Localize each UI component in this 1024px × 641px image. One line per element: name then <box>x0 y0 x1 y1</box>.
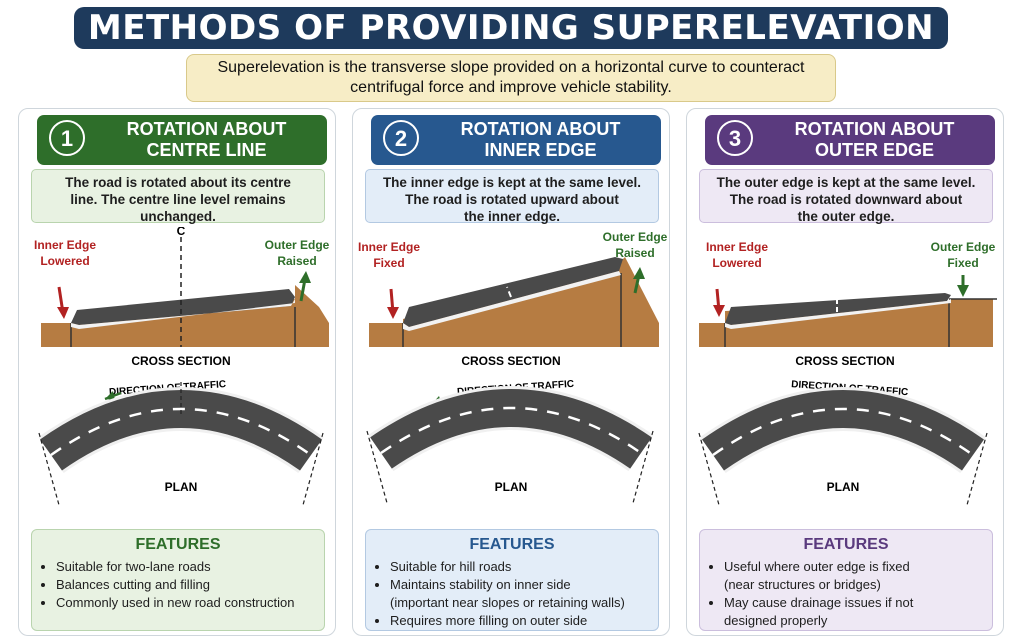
down-arrow-head-icon <box>387 307 399 319</box>
down-arrow-head-icon <box>713 305 725 317</box>
lane-marking <box>712 407 974 457</box>
method-card-outer-edge: 3 ROTATION ABOUT OUTER EDGE The outer ed… <box>686 108 1004 636</box>
plan-label: PLAN <box>165 480 198 494</box>
inner-edge-label-line: Lowered <box>40 254 89 268</box>
card-title: ROTATION ABOUT OUTER EDGE <box>794 119 955 160</box>
up-arrow-head-icon <box>633 267 645 279</box>
up-arrow-head-icon <box>299 271 311 283</box>
plan-view: DIRECTION OF TRAFFIC PLAN <box>38 379 324 506</box>
card-title: ROTATION ABOUT INNER EDGE <box>460 119 621 160</box>
down-arrow-head-icon <box>957 285 969 297</box>
feature-item: Commonly used in new road construction <box>56 594 294 612</box>
card-description: The outer edge is kept at the same level… <box>699 169 993 224</box>
feature-item: Suitable for hill roads <box>390 558 625 576</box>
cross-section-label: CROSS SECTION <box>131 354 230 368</box>
feature-item: Balances cutting and filling <box>56 576 294 594</box>
outer-edge-label-line: Fixed <box>947 256 978 270</box>
lane-marking <box>380 406 642 455</box>
features-title: FEATURES <box>135 536 221 553</box>
left-arrow-head-icon <box>105 391 115 400</box>
card-header: 1 ROTATION ABOUT CENTRE LINE <box>37 115 327 165</box>
inner-edge-label-line: Inner Edge <box>34 238 96 252</box>
features-list: Suitable for hill roads Maintains stabil… <box>374 558 625 630</box>
road-edge <box>725 299 951 329</box>
inner-edge-label-line: Lowered <box>712 256 761 270</box>
card-title: ROTATION ABOUT CENTRE LINE <box>126 119 287 160</box>
title-banner: METHODS OF PROVIDING SUPERELEVATION <box>74 7 948 49</box>
features-list: Useful where outer edge is fixed (near s… <box>708 558 913 630</box>
plan-label: PLAN <box>827 480 860 494</box>
step-number: 2 <box>383 120 419 156</box>
outer-edge-label-line: Outer Edge <box>603 230 668 244</box>
card-description: The road is rotated about its centre lin… <box>31 169 325 224</box>
feature-item: Maintains stability on inner side (impor… <box>390 576 625 612</box>
feature-item: May cause drainage issues if not designe… <box>724 594 913 630</box>
outer-edge-label-line: Raised <box>277 254 316 268</box>
features-title: FEATURES <box>469 536 555 553</box>
road-surface <box>71 289 295 325</box>
features-list: Suitable for two-lane roads Balances cut… <box>40 558 294 612</box>
definition-box: Superelevation is the transverse slope p… <box>186 54 836 102</box>
outer-edge-label-line: Raised <box>615 246 654 260</box>
cross-section-label: CROSS SECTION <box>461 354 560 368</box>
step-number: 3 <box>717 120 753 156</box>
card-header: 2 ROTATION ABOUT INNER EDGE <box>371 115 661 165</box>
feature-item: Useful where outer edge is fixed (near s… <box>724 558 913 594</box>
road-edge <box>403 271 621 331</box>
inner-edge-label-line: Inner Edge <box>358 240 420 254</box>
outer-edge-label-line: Outer Edge <box>931 240 996 254</box>
method-card-inner-edge: 2 ROTATION ABOUT INNER EDGE The inner ed… <box>352 108 670 636</box>
lane-marking <box>50 407 312 457</box>
features-box: FEATURES Suitable for hill roads Maintai… <box>365 529 659 631</box>
step-number: 1 <box>49 120 85 156</box>
road-edge <box>71 299 295 329</box>
down-arrow-head-icon <box>57 307 69 319</box>
plan-label: PLAN <box>495 480 528 494</box>
features-box: FEATURES Suitable for two-lane roads Bal… <box>31 529 325 631</box>
inner-edge-label-line: Inner Edge <box>706 240 768 254</box>
method-card-centre-line: 1 ROTATION ABOUT CENTRE LINE The road is… <box>18 108 336 636</box>
features-title: FEATURES <box>803 536 889 553</box>
page-title: METHODS OF PROVIDING SUPERELEVATION <box>87 8 935 48</box>
road-surface <box>403 257 623 327</box>
plan-view: DIRECTION OF TRAFFIC PLAN <box>366 379 654 504</box>
feature-item: Suitable for two-lane roads <box>56 558 294 576</box>
cross-section-label: CROSS SECTION <box>795 354 894 368</box>
outer-edge-label-line: Outer Edge <box>265 238 330 252</box>
plan-view: DIRECTION OF TRAFFIC PLAN <box>698 379 988 506</box>
inner-edge-label-line: Fixed <box>373 256 404 270</box>
card-description: The inner edge is kept at the same level… <box>365 169 659 224</box>
definition-text: Superelevation is the transverse slope p… <box>217 59 805 96</box>
centre-label: C <box>177 227 186 238</box>
features-box: FEATURES Useful where outer edge is fixe… <box>699 529 993 631</box>
card-header: 3 ROTATION ABOUT OUTER EDGE <box>705 115 995 165</box>
feature-item: Requires more filling on outer side <box>390 612 625 630</box>
